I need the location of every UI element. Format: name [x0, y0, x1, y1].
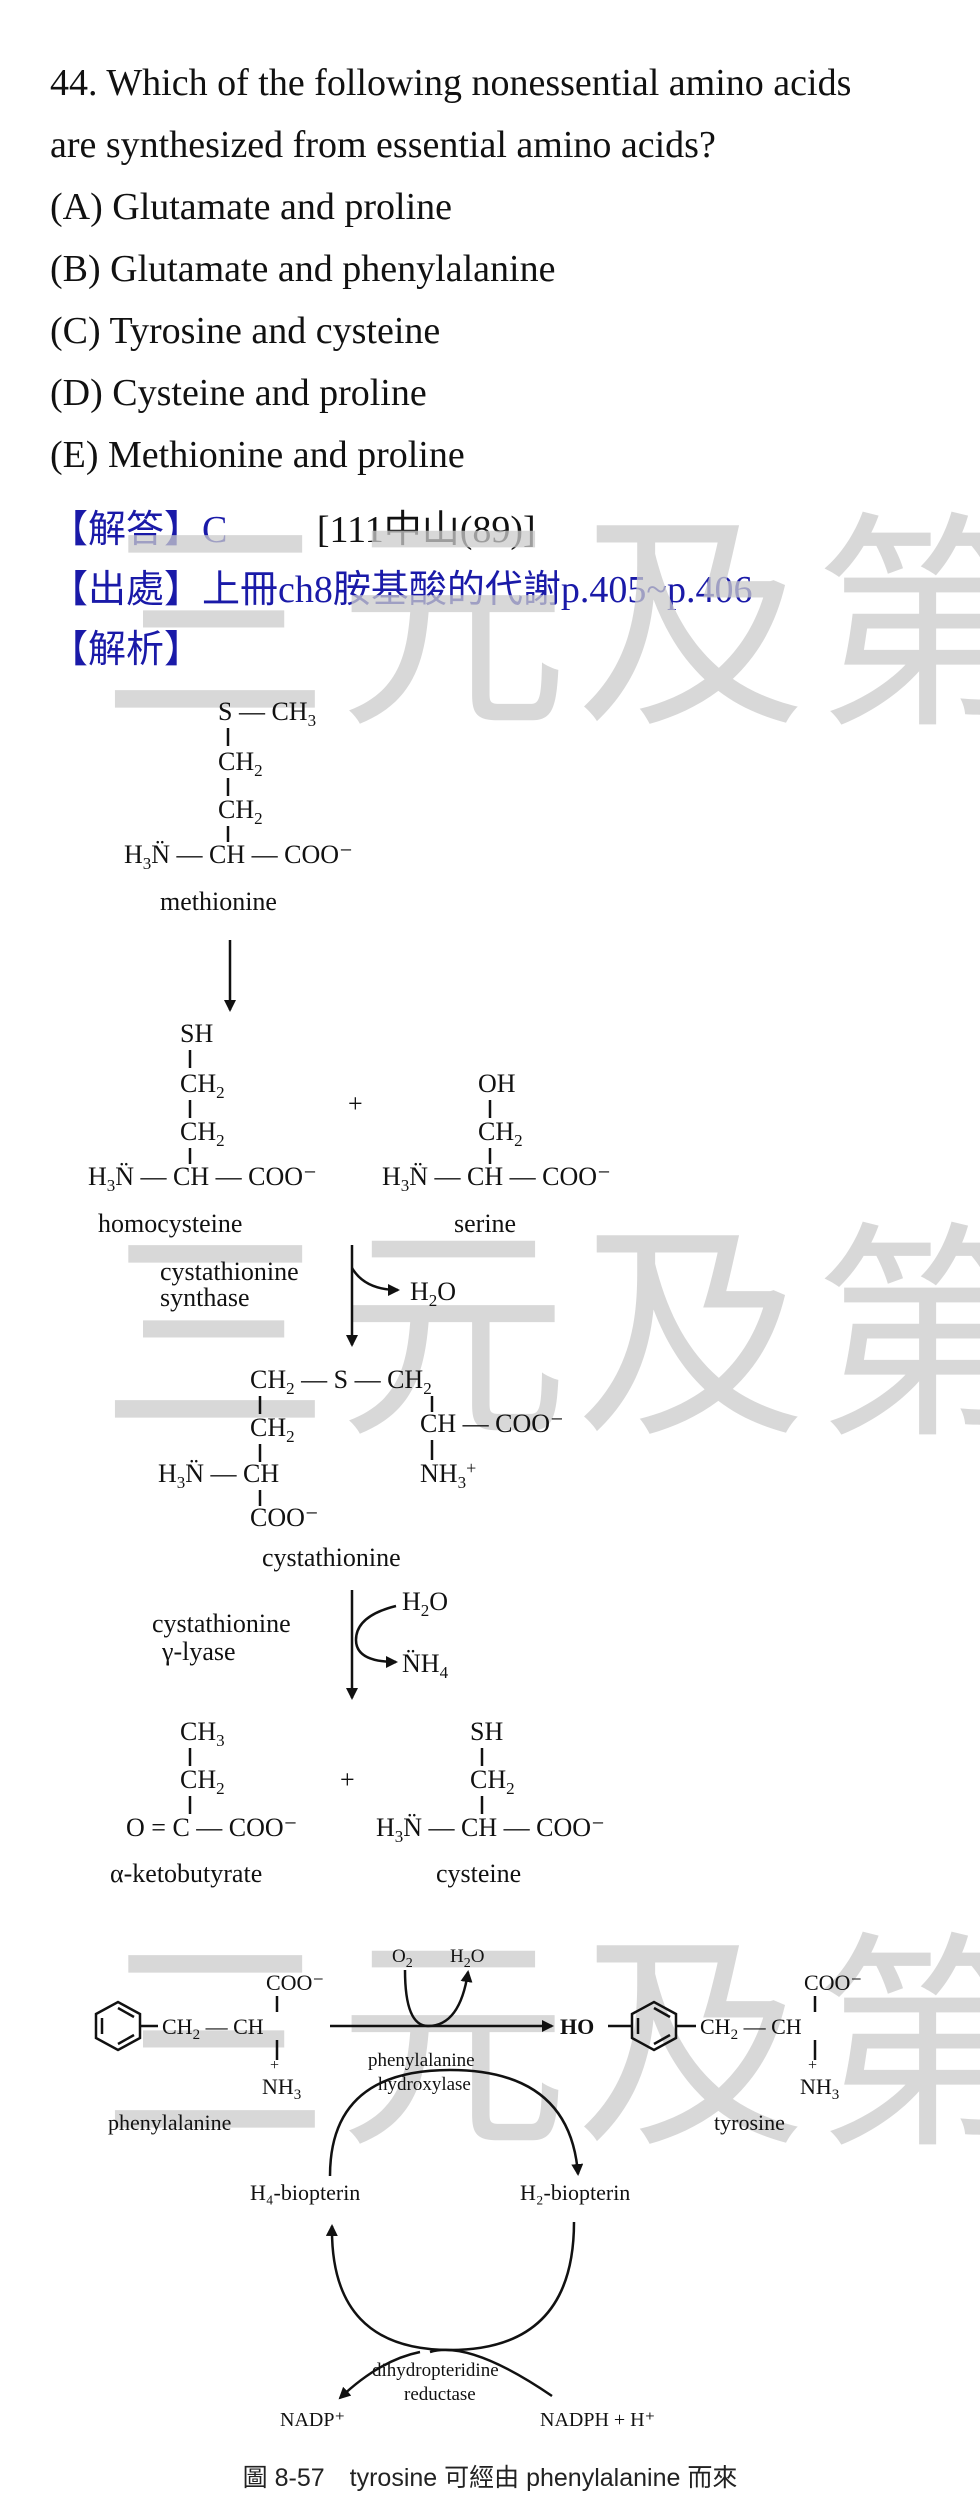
source-ref: [111中山(89)]: [316, 509, 536, 551]
enzyme-cystathionine-synthase-2: synthase: [160, 1283, 250, 1312]
question-line-1: 44. Which of the following nonessential …: [50, 62, 852, 104]
svg-text:COO⁻: COO⁻: [804, 1970, 862, 1995]
svg-text:NH3+: NH3+: [420, 1458, 476, 1492]
svg-text:COO⁻: COO⁻: [250, 1503, 319, 1532]
enzyme-phenylalanine-hydroxylase-1: phenylalanine: [368, 2050, 475, 2071]
origin-label: 【出處】: [50, 569, 203, 611]
svg-text:S — CH3: S — CH3: [218, 697, 316, 730]
option-a: (A) Glutamate and proline: [50, 186, 453, 228]
svg-text:HO: HO: [560, 2014, 594, 2039]
svg-text:H3N̈ — CH: H3N̈ — CH: [158, 1459, 279, 1492]
svg-text:N̈H4: N̈H4: [402, 1649, 449, 1682]
svg-text:NH3: NH3: [262, 2074, 301, 2103]
svg-text:CH — COO⁻: CH — COO⁻: [420, 1409, 564, 1438]
svg-text:CH2 — CH: CH2 — CH: [162, 2014, 264, 2043]
svg-text:+: +: [348, 1089, 363, 1118]
svg-text:CH2: CH2: [180, 1069, 225, 1102]
svg-text:H2O: H2O: [402, 1587, 448, 1620]
svg-text:H3N̈ — CH — COO⁻: H3N̈ — CH — COO⁻: [382, 1162, 611, 1195]
svg-text:O2: O2: [392, 1946, 413, 1971]
svg-text:O = C — COO⁻: O = C — COO⁻: [126, 1813, 297, 1842]
svg-text:CH2: CH2: [218, 795, 263, 828]
enzyme-dhpr-2: reductase: [404, 2384, 476, 2405]
answer-value: C: [202, 509, 228, 551]
cysteine-label: cysteine: [436, 1859, 521, 1888]
methionine-label: methionine: [160, 887, 277, 916]
phenylalanine-label: phenylalanine: [108, 2110, 231, 2135]
cystathionine-label: cystathionine: [262, 1543, 401, 1572]
svg-text:SH: SH: [180, 1019, 213, 1048]
svg-text:H3N̈ — CH — COO⁻: H3N̈ — CH — COO⁻: [124, 840, 353, 873]
option-e: (E) Methionine and proline: [50, 434, 465, 476]
analysis-label: 【解析】: [50, 629, 203, 671]
svg-text:SH: SH: [470, 1717, 503, 1746]
option-b: (B) Glutamate and phenylalanine: [50, 248, 556, 290]
svg-text:OH: OH: [478, 1069, 516, 1098]
analysis-line: 【解析】: [50, 618, 202, 673]
svg-text:CH2: CH2: [470, 1765, 515, 1798]
svg-text:CH3: CH3: [180, 1717, 225, 1750]
enzyme-dhpr-1: dihydropteridine: [372, 2360, 499, 2381]
figure-caption: 圖 8-57 tyrosine 可經由 phenylalanine 而來: [242, 2464, 738, 2492]
svg-text:NH3: NH3: [800, 2074, 839, 2103]
phenylalanine-ring: [94, 2000, 158, 2052]
watermark: 三元及第: [100, 1204, 980, 1471]
watermark: 三元及第: [100, 494, 980, 761]
answer-line: 【解答】C [111中山(89)]: [50, 498, 536, 553]
svg-text:+: +: [270, 2057, 279, 2074]
enzyme-cystathionine-synthase-1: cystathionine: [160, 1257, 299, 1286]
svg-text:CH2: CH2: [218, 747, 263, 780]
methionine-structure: S — CH3 CH2 CH2 H3N̈ — CH — COO⁻ methion…: [124, 697, 353, 916]
svg-text:+: +: [340, 1765, 355, 1794]
tyrosine-ring: [608, 2000, 696, 2052]
question-line-2: are synthesized from essential amino aci…: [50, 124, 716, 166]
svg-text:H2O: H2O: [410, 1277, 456, 1310]
homocysteine-label: homocysteine: [98, 1209, 242, 1238]
svg-text:+: +: [808, 2057, 817, 2074]
answer-label: 【解答】: [50, 509, 203, 551]
origin-line: 【出處】上冊ch8胺基酸的代謝p.405~p.406: [50, 558, 752, 613]
option-c: (C) Tyrosine and cysteine: [50, 310, 441, 352]
svg-text:CH2: CH2: [180, 1117, 225, 1150]
svg-text:COO⁻: COO⁻: [266, 1970, 324, 1995]
svg-text:CH2 — S — CH2: CH2 — S — CH2: [250, 1365, 432, 1398]
origin-value: 上冊ch8胺基酸的代謝p.405~p.406: [202, 569, 753, 611]
h4-biopterin-label: H₄-biopterin: [250, 2180, 360, 2205]
svg-text:CH2: CH2: [250, 1413, 295, 1446]
svg-text:CH2: CH2: [478, 1117, 523, 1150]
enzyme-phenylalanine-hydroxylase-2: hydroxylase: [378, 2074, 471, 2095]
svg-text:CH2: CH2: [180, 1765, 225, 1798]
svg-text:H3N̈ — CH — COO⁻: H3N̈ — CH — COO⁻: [88, 1162, 317, 1195]
h2-biopterin-label: H₂-biopterin: [520, 2180, 630, 2205]
svg-text:H2O: H2O: [450, 1946, 484, 1971]
enzyme-cystathionine-lyase-2: γ-lyase: [161, 1637, 236, 1666]
enzyme-cystathionine-lyase-1: cystathionine: [152, 1609, 291, 1638]
svg-text:H3N̈ — CH — COO⁻: H3N̈ — CH — COO⁻: [376, 1813, 605, 1846]
nadp-label: NADP⁺: [280, 2409, 345, 2431]
tyrosine-label: tyrosine: [714, 2110, 785, 2135]
ketobutyrate-label: α-ketobutyrate: [110, 1859, 262, 1888]
nadph-label: NADPH + H⁺: [540, 2409, 655, 2431]
serine-label: serine: [454, 1209, 516, 1238]
option-d: (D) Cysteine and proline: [50, 372, 427, 414]
svg-text:CH2 — CH: CH2 — CH: [700, 2014, 802, 2043]
watermark: 三元及第: [100, 1914, 980, 2181]
